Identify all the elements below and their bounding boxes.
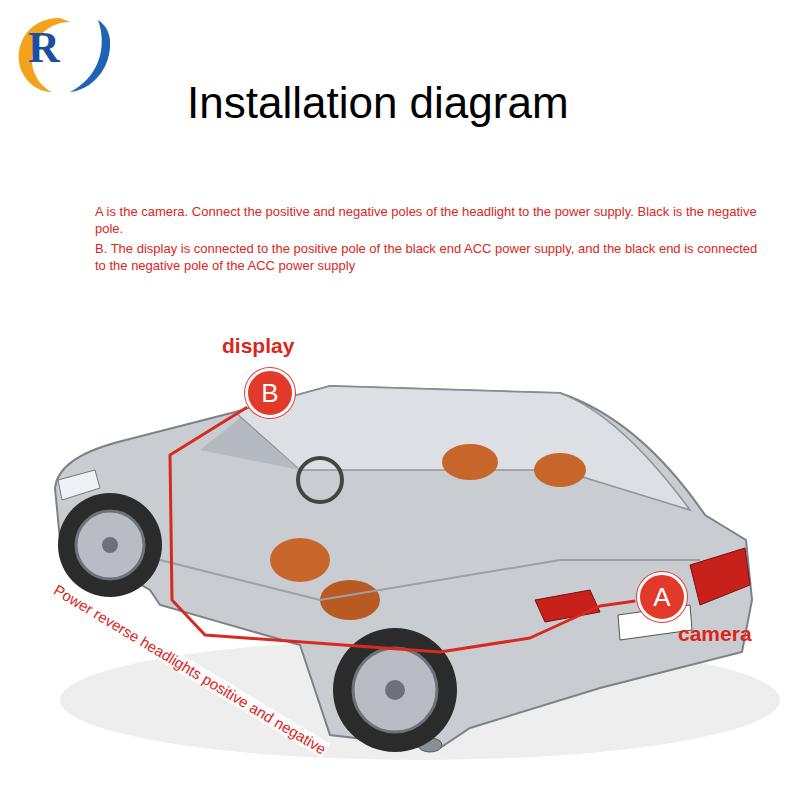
- steering-wheel: [298, 458, 342, 502]
- wheel-rim: [76, 511, 144, 579]
- callout-circle: B: [245, 368, 295, 418]
- logo-letter: R: [28, 26, 60, 70]
- seat: [320, 580, 380, 620]
- callout-node: Bdisplay: [222, 334, 299, 422]
- callout-heading: camera: [678, 622, 752, 645]
- logo-swoosh: [70, 20, 110, 92]
- callout-node: Acamera: [634, 570, 756, 650]
- seat: [442, 444, 498, 480]
- seat: [534, 453, 586, 487]
- seat: [270, 538, 330, 582]
- tail-light: [535, 590, 600, 622]
- callout-letter: B: [261, 380, 278, 406]
- wheel-rim: [353, 648, 437, 732]
- wheel: [58, 493, 162, 597]
- tail-light: [690, 548, 750, 605]
- page-title: Installation diagram: [187, 78, 569, 128]
- logo-swoosh: [19, 18, 70, 92]
- wheel-hub: [102, 537, 118, 553]
- callout-letter: A: [653, 584, 670, 610]
- headlight: [58, 470, 100, 500]
- callout-circle: A: [637, 572, 687, 622]
- note-text: A is the camera. Connect the positive an…: [95, 203, 760, 237]
- note-text: B. The display is connected to the posit…: [95, 240, 760, 274]
- wheel-hub: [385, 680, 405, 700]
- body-line: [160, 560, 700, 600]
- car-glass: [235, 386, 690, 510]
- wire-connector: [170, 407, 635, 652]
- car-body: [55, 386, 752, 748]
- callout-heading: display: [222, 334, 294, 357]
